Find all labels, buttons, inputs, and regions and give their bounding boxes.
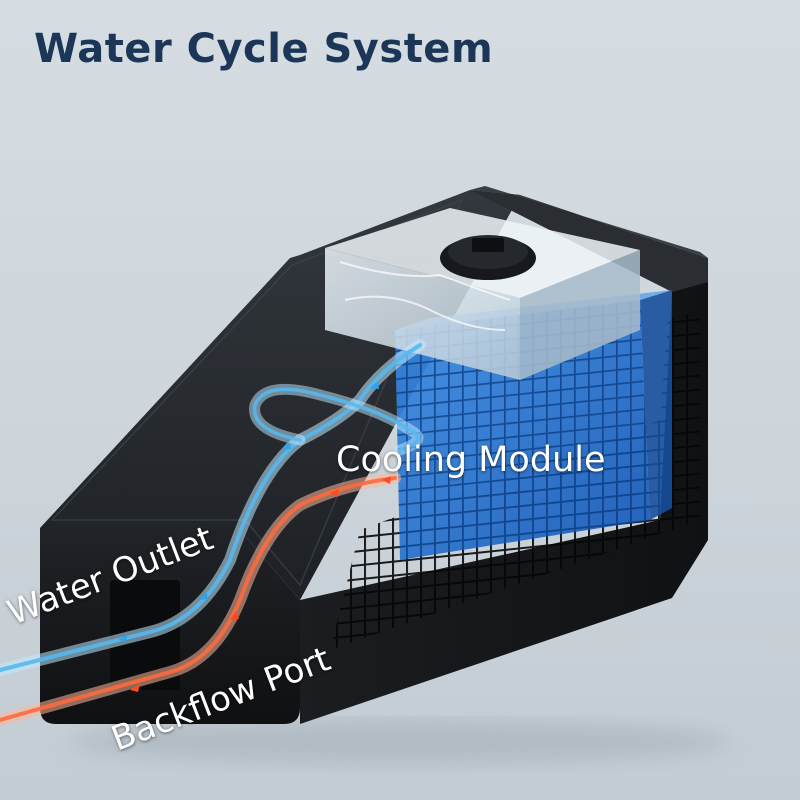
page-title: Water Cycle System <box>34 26 493 72</box>
cooling-module-label: Cooling Module <box>336 440 606 480</box>
